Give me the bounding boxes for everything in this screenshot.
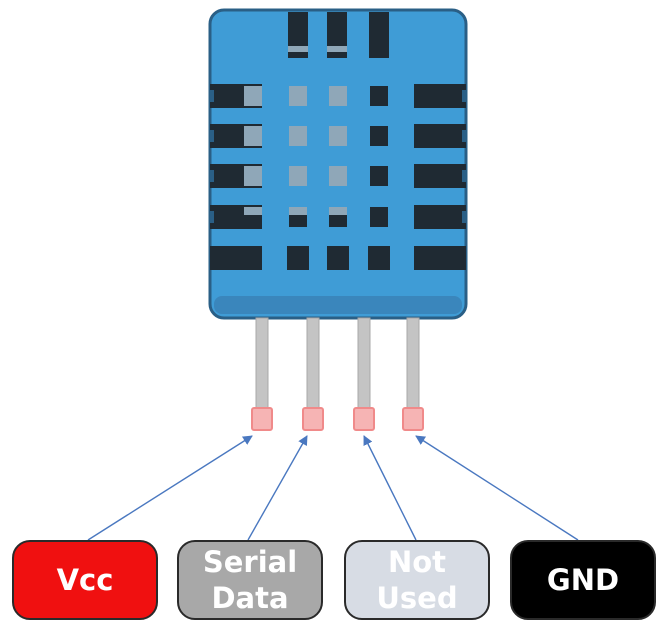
arrow-vcc — [87, 435, 253, 541]
pin-arrows — [87, 435, 579, 541]
sensor-housing — [208, 8, 468, 320]
gnd-label-text: GND — [546, 563, 620, 597]
pin-marker-1 — [251, 407, 273, 431]
lead-1 — [255, 317, 269, 415]
left-slot — [210, 246, 262, 270]
arrow-gnd — [415, 435, 579, 541]
lead-3 — [357, 317, 371, 415]
vcc-label-text: Vcc — [56, 563, 114, 597]
right-slot — [414, 124, 466, 148]
sensor-body-shadow — [214, 296, 462, 314]
lead-2 — [306, 317, 320, 415]
sensor-leads — [255, 317, 420, 415]
right-slot — [414, 164, 466, 188]
right-slot — [414, 84, 466, 108]
right-slot — [414, 205, 466, 229]
not-used-label-line-2: Used — [376, 581, 458, 615]
lead-4 — [406, 317, 420, 415]
grid-holes — [244, 86, 390, 270]
gnd-pin-label: GND — [510, 540, 656, 620]
pin-markers — [251, 407, 424, 431]
serial-data-pin-label: Serial Data — [177, 540, 323, 620]
right-slot — [414, 246, 466, 270]
not-used-label-line-1: Not — [387, 545, 447, 579]
serial-data-label-line-1: Serial — [202, 545, 298, 579]
arrow-nc — [363, 435, 417, 541]
pin-marker-4 — [402, 407, 424, 431]
not-used-pin-label: Not Used — [344, 540, 490, 620]
pin-marker-2 — [302, 407, 324, 431]
pin-marker-3 — [353, 407, 375, 431]
vcc-pin-label: Vcc — [12, 540, 158, 620]
top-vent — [369, 12, 389, 58]
arrow-data — [247, 435, 308, 541]
serial-data-label-line-2: Data — [211, 581, 289, 615]
